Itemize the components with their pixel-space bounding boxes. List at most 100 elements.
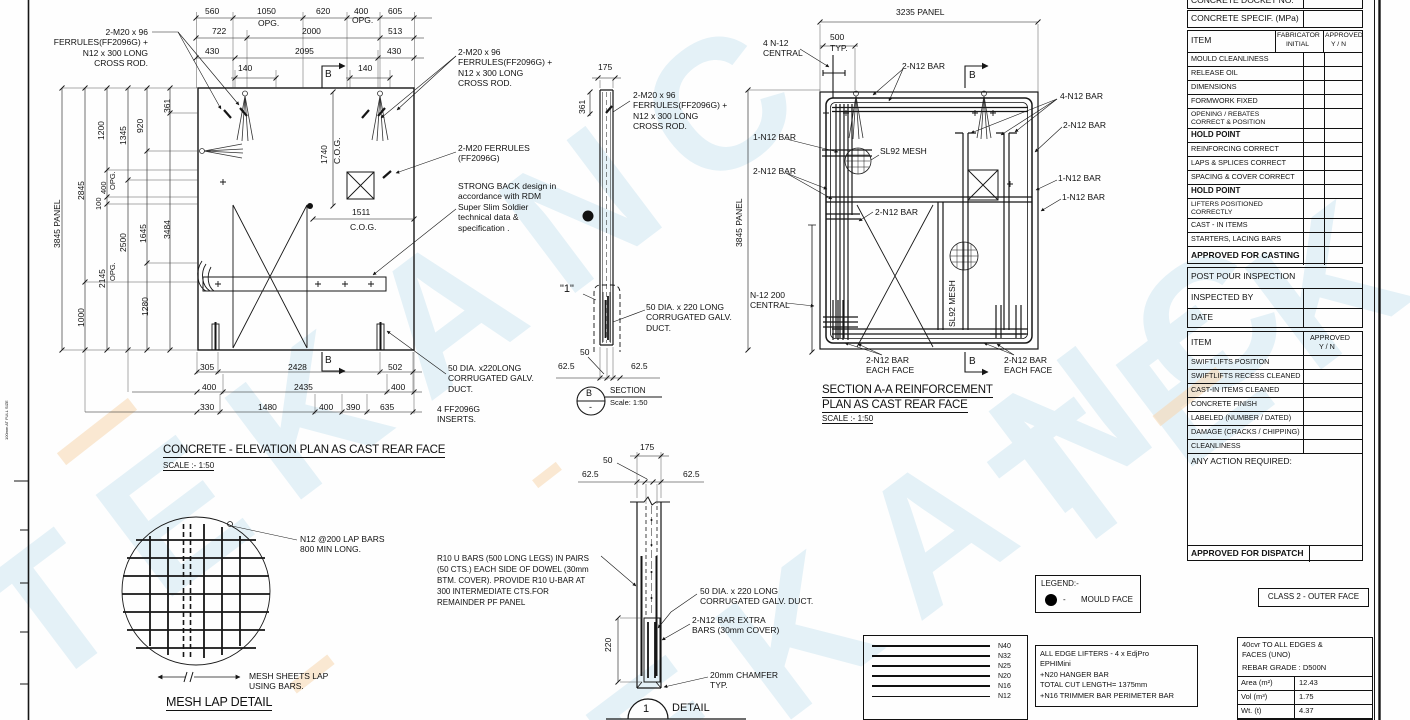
qa-row: REINFORCING CORRECT	[1188, 142, 1362, 156]
dim-label: 1480	[258, 402, 277, 412]
dim-label: 140	[238, 63, 253, 73]
section-marker-b: B	[969, 70, 976, 81]
section-b-markers-elevation	[321, 62, 346, 375]
detail-1-extensions	[620, 452, 662, 683]
legend-dash: -	[1063, 595, 1066, 604]
mesh-label: SL92 MESH	[880, 146, 927, 156]
dim-label: 62.5	[582, 469, 599, 479]
section-bubble-letter: B	[586, 388, 593, 398]
qa-header-row: ITEM APPROVED Y / N	[1188, 332, 1362, 355]
legend-title: LEGEND:-	[1041, 579, 1079, 588]
frame-edge-note: 100mm AT FULL SIZE	[4, 400, 9, 440]
dim-label: 330	[200, 402, 215, 412]
section-bubble-dash: -	[589, 402, 592, 412]
section-marker-b: B	[325, 69, 332, 80]
dim-label: 220	[603, 637, 613, 652]
rebar-label: 1-N12 BAR	[1058, 173, 1101, 183]
spec-note-line1: 40cvr TO ALL EDGES &	[1242, 640, 1323, 649]
qa-row: STARTERS, LACING BARS	[1188, 232, 1362, 246]
section-a-extensions	[748, 24, 1039, 92]
elevation-title: CONCRETE - ELEVATION PLAN AS CAST REAR F…	[163, 444, 446, 458]
section-a-title-line1: SECTION A-A REINFORCEMENT	[822, 384, 993, 398]
bar-gauge-box: N40 N32 N25 N20 N16 N12	[863, 635, 1028, 720]
dim-label: 722	[212, 26, 227, 36]
section-a-scale: SCALE :- 1:50	[822, 414, 874, 424]
qa-row: LAPS & SPLICES CORRECT	[1188, 156, 1362, 170]
dim-label: 605	[388, 6, 403, 16]
qa-row: SPACING & COVER CORRECT	[1188, 170, 1362, 184]
detail-bubble-title: DETAIL	[672, 702, 710, 714]
qa-approved-dispatch-row: APPROVED FOR DISPATCH	[1188, 545, 1362, 562]
dim-label: OPG.	[352, 15, 374, 25]
dim-label: 920	[135, 118, 145, 133]
qa-row: CLEANLINESS	[1188, 439, 1362, 453]
dim-label: 2000	[302, 26, 321, 36]
dim-label: 400	[319, 402, 334, 412]
class-box: CLASS 2 - OUTER FACE	[1258, 588, 1369, 607]
qa-row: MOULD CLEANLINESS	[1188, 52, 1362, 66]
note-u-bars: R10 U BARS (500 LONG LEGS) IN PAIRS(50 C…	[437, 554, 589, 607]
dim-label: 100	[94, 197, 103, 210]
legend-box: LEGEND:- - MOULD FACE	[1035, 575, 1141, 613]
dim-label: 62.5	[631, 361, 648, 371]
dim-label: 62.5	[683, 469, 700, 479]
elevation-dim-ticks	[59, 15, 417, 415]
section-a-title-line2: PLAN AS CAST REAR FACE	[822, 399, 968, 413]
ferrule-marks	[223, 105, 613, 179]
section-a-leaders	[785, 48, 1063, 356]
rebar-label: 2-N12 BAR	[1063, 120, 1106, 130]
spec-row: Vol (m³) 1.75	[1238, 690, 1372, 704]
dim-label: 1345	[118, 126, 128, 145]
spec-table: 40cvr TO ALL EDGES & FACES (UNO) REBAR G…	[1237, 637, 1373, 720]
section-a-dims	[820, 21, 1038, 47]
qa-any-action-row: ANY ACTION REQUIRED:	[1188, 453, 1362, 545]
dim-label: 400	[202, 382, 217, 392]
dim-label: 361	[162, 98, 172, 113]
qa-row: DAMAGE (CRACKS / CHIPPING)	[1188, 425, 1362, 439]
qa-row: RELEASE OIL	[1188, 66, 1362, 80]
dim-label: TYP.	[830, 43, 848, 53]
section-b-dims	[556, 77, 749, 379]
dim-label: 1280	[140, 297, 150, 316]
dim-label: 513	[388, 26, 403, 36]
dim-label: 390	[346, 402, 361, 412]
dim-label: 2845	[76, 181, 86, 200]
detail-1	[630, 496, 670, 689]
callout-1: "1"	[560, 283, 574, 295]
qa-row: SWIFTLIFTS RECESS CLEANED	[1188, 369, 1362, 383]
section-b-extensions	[599, 80, 614, 380]
dim-label: 3845 PANEL	[734, 198, 744, 247]
edge-lifters-box: ALL EDGE LIFTERS - 4 x EdjPro EPHIMini +…	[1035, 645, 1198, 707]
qa-row: DIMENSIONS	[1188, 80, 1362, 94]
rebar-label: 4-N12 BAR	[1060, 91, 1103, 101]
dim-label: 305	[200, 362, 215, 372]
dim-label: C.O.G.	[332, 137, 342, 164]
legend-label: MOULD FACE	[1081, 595, 1134, 604]
dim-label: 3484	[162, 220, 172, 239]
dim-label: OPG.	[108, 171, 117, 190]
spec-note-line2: FACES (UNO)	[1242, 650, 1291, 659]
gauge-row: N12	[872, 692, 1011, 700]
dim-label: 500	[830, 32, 845, 42]
dim-label: 175	[640, 442, 655, 452]
dim-label: OPG.	[108, 262, 117, 281]
gauge-row: N40	[872, 641, 1021, 651]
spec-rebar-grade: REBAR GRADE : D500N	[1242, 663, 1327, 672]
qa-precast-table: ITEM FABRICATOR INITIAL APPROVED Y / N M…	[1187, 30, 1363, 265]
dim-label: 1000	[76, 308, 86, 327]
mesh-detail-title: MESH LAP DETAIL	[166, 695, 273, 711]
qa-header-row: ITEM FABRICATOR INITIAL APPROVED Y / N	[1188, 31, 1363, 52]
qa-specif-row: CONCRETE SPECIF. (MPa)	[1187, 10, 1363, 28]
dim-label: 3845 PANEL	[52, 199, 62, 248]
